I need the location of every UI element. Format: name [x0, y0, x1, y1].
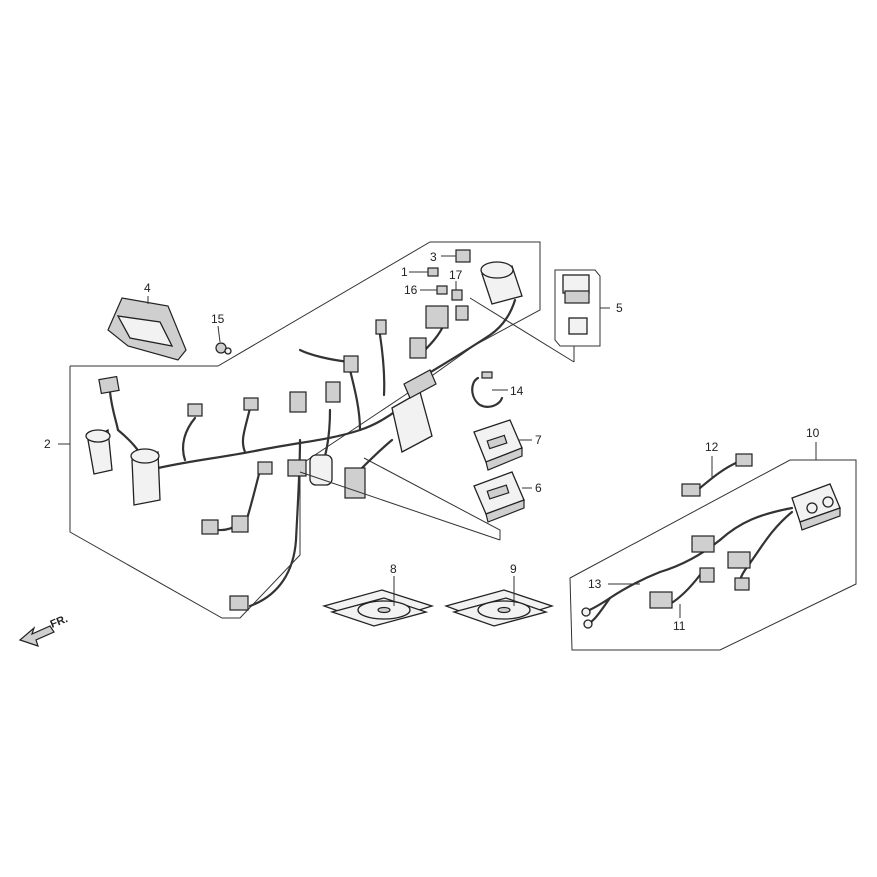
callout-10: 10 [806, 426, 820, 440]
manual-disc-9 [443, 589, 555, 627]
callout-8: 8 [390, 562, 397, 576]
accessory-harness [581, 483, 841, 629]
callout-2: 2 [44, 437, 51, 451]
fuse-part-1 [427, 267, 439, 277]
callout-14: 14 [510, 384, 524, 398]
manual-disc-8 [321, 589, 435, 627]
callout-3: 3 [430, 250, 437, 264]
control-unit-6 [473, 471, 525, 523]
callout-1: 1 [401, 265, 408, 279]
callout-5: 5 [616, 301, 623, 315]
grommet [215, 342, 232, 355]
wire-harness [85, 261, 523, 611]
accessory-kit-boundary [569, 459, 857, 651]
front-direction-arrow: FR. [18, 613, 70, 647]
leader-lines [58, 255, 817, 618]
control-unit-7 [473, 419, 523, 471]
front-label: FR. [49, 613, 70, 631]
callout-4: 4 [144, 281, 151, 295]
callout-9: 9 [510, 562, 517, 576]
fuse-box-part-3 [455, 249, 471, 263]
relay-group [469, 269, 610, 363]
callout-6: 6 [535, 481, 542, 495]
callout-17: 17 [449, 268, 463, 282]
band-part [471, 371, 504, 408]
callout-11: 11 [673, 619, 686, 633]
meter-unit [107, 297, 187, 361]
jumper-harness-12 [681, 453, 753, 497]
callout-16: 16 [404, 283, 418, 297]
fuse-part-16 [436, 285, 448, 295]
callout-15: 15 [211, 312, 225, 326]
callout-12: 12 [705, 440, 719, 454]
callout-7: 7 [535, 433, 542, 447]
harness-boundary [69, 241, 541, 619]
fuse-part-17 [451, 289, 463, 301]
callout-13: 13 [588, 577, 602, 591]
